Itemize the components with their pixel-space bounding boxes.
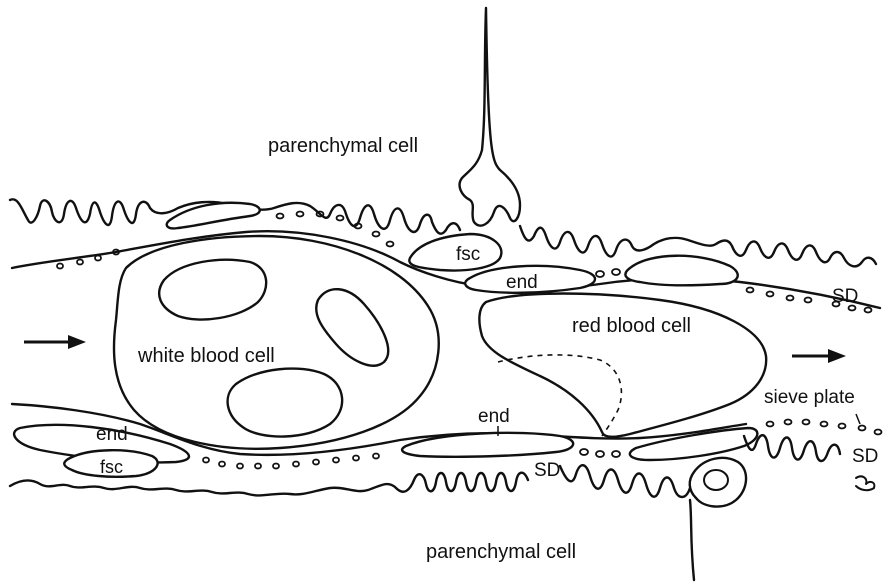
red-blood-cell-label: red blood cell <box>572 315 691 337</box>
end-mid-label: end <box>478 406 510 427</box>
white-blood-cell-label: white blood cell <box>137 345 275 367</box>
end-top-label: end <box>506 272 538 293</box>
parenchymal-process-bottom <box>690 500 694 580</box>
sd-right-top-label: SD <box>832 286 858 307</box>
parenchymal-cell-bottom-body <box>690 458 746 507</box>
lower-wall-microvilli-right <box>560 465 690 497</box>
squiggle-bottom-right <box>856 476 874 490</box>
parenchymal-bottom-label: parenchymal cell <box>426 541 576 563</box>
parenchymal-top-label: parenchymal cell <box>268 135 418 157</box>
fsc-top-label: fsc <box>456 244 480 265</box>
fsc-bottom-label: fsc <box>100 457 123 477</box>
parenchymal-process-top <box>460 8 520 226</box>
sd-right-bottom-label: SD <box>852 446 878 467</box>
sieve-plate-pointer <box>856 414 860 424</box>
flow-arrow-right <box>792 349 846 363</box>
flow-arrow-left <box>24 335 86 349</box>
wbc-nucleus-3 <box>228 369 343 437</box>
lower-wall-microvilli <box>10 473 528 496</box>
sieve-plate-label: sieve plate <box>764 387 855 408</box>
lower-wall-microvilli-far-right <box>744 435 840 461</box>
endothelial-cell-upper-right <box>625 256 737 286</box>
sd-bottom-label: SD <box>534 460 560 481</box>
end-left-label: end <box>96 424 128 445</box>
